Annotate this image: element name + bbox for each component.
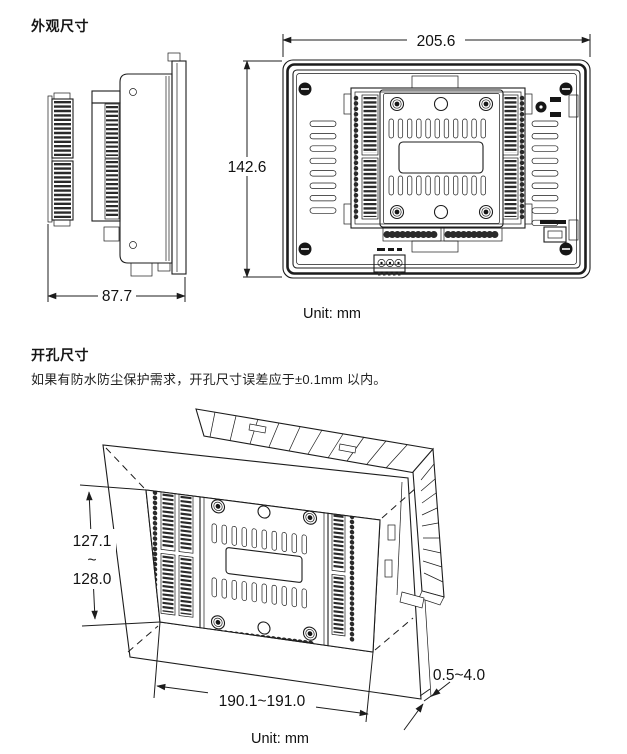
dim-cutout-height-min: 127.1 bbox=[73, 533, 112, 550]
device-rear-through-cutout bbox=[146, 490, 380, 652]
mount-screw bbox=[478, 204, 494, 220]
bezel-bottom-rim bbox=[418, 590, 445, 606]
io-module bbox=[343, 75, 533, 253]
cutout-tolerance-note: 如果有防水防尘保护需求，开孔尺寸误差应于±0.1mm 以内。 bbox=[31, 372, 387, 387]
dim-cutout-height-max: 128.0 bbox=[73, 571, 112, 588]
corner-screw bbox=[297, 241, 313, 257]
unit-label-bottom: Unit: mm bbox=[251, 731, 309, 747]
dim-cutout-width: 190.1~191.0 bbox=[153, 621, 374, 723]
bezel-flange-right bbox=[399, 447, 445, 609]
mount-screw bbox=[389, 204, 405, 220]
mount-hole bbox=[433, 96, 449, 112]
dim-cutout-height: 127.1 ~ 128.0 bbox=[68, 484, 161, 627]
unit-label-top: Unit: mm bbox=[303, 306, 361, 322]
device-side-edge bbox=[384, 481, 403, 596]
side-front-flange bbox=[167, 52, 187, 275]
side-mid-housing bbox=[91, 90, 121, 242]
plate-vent-slots-top bbox=[388, 118, 486, 139]
dim-height-value: 142.6 bbox=[228, 159, 267, 176]
side-terminal-blocks bbox=[51, 92, 74, 227]
dim-depth: 87.7 bbox=[47, 224, 186, 305]
dim-cutout-height-tilde: ~ bbox=[87, 552, 96, 569]
side-bracket bbox=[568, 219, 579, 241]
left-vent-slots bbox=[309, 120, 337, 214]
label-recess bbox=[398, 141, 484, 174]
bezel-foot bbox=[399, 591, 425, 609]
power-connector bbox=[373, 248, 406, 276]
cutout-drawing: 127.1 ~ 128.0 190.1~191.0 0.5~4.0 Unit: … bbox=[68, 408, 486, 747]
bottom-terminal-row bbox=[382, 227, 503, 242]
side-bezel bbox=[119, 73, 173, 277]
din-clip bbox=[411, 240, 459, 253]
dim-height: 142.6 bbox=[221, 60, 282, 278]
corner-screw bbox=[558, 81, 574, 97]
bezel-clip bbox=[248, 423, 267, 434]
corner-screw bbox=[558, 241, 574, 257]
dim-cutout-width-value: 190.1~191.0 bbox=[219, 693, 306, 710]
aux-connector bbox=[540, 220, 567, 243]
mount-screw bbox=[478, 96, 494, 112]
dim-width-value: 205.6 bbox=[417, 33, 456, 50]
dim-depth-value: 87.7 bbox=[102, 288, 132, 305]
plate-vent-slots-bottom bbox=[388, 175, 486, 196]
dim-panel-thickness-value: 0.5~4.0 bbox=[433, 667, 486, 684]
mounting-panel bbox=[102, 444, 432, 700]
back-outer-shell bbox=[282, 59, 591, 279]
dim-width: 205.6 bbox=[282, 31, 591, 57]
side-view-drawing: 87.7 bbox=[47, 52, 187, 305]
cutout-section-title: 开孔尺寸 bbox=[31, 347, 89, 363]
dip-switch bbox=[535, 97, 561, 117]
appearance-drawing: 87.7 bbox=[47, 31, 591, 322]
mount-hole bbox=[433, 204, 449, 220]
side-bracket bbox=[568, 94, 579, 118]
back-view-drawing: 205.6 142.6 bbox=[221, 31, 591, 279]
mount-screw bbox=[389, 96, 405, 112]
bezel-flange-top bbox=[195, 408, 434, 475]
appearance-section-title: 外观尺寸 bbox=[31, 18, 89, 34]
bezel-clip bbox=[338, 443, 357, 454]
dim-panel-thickness: 0.5~4.0 bbox=[403, 667, 486, 731]
right-vent-slots bbox=[531, 120, 559, 227]
back-frame-band bbox=[286, 63, 587, 275]
side-terminal-plate bbox=[47, 95, 53, 223]
corner-screw bbox=[297, 81, 313, 97]
